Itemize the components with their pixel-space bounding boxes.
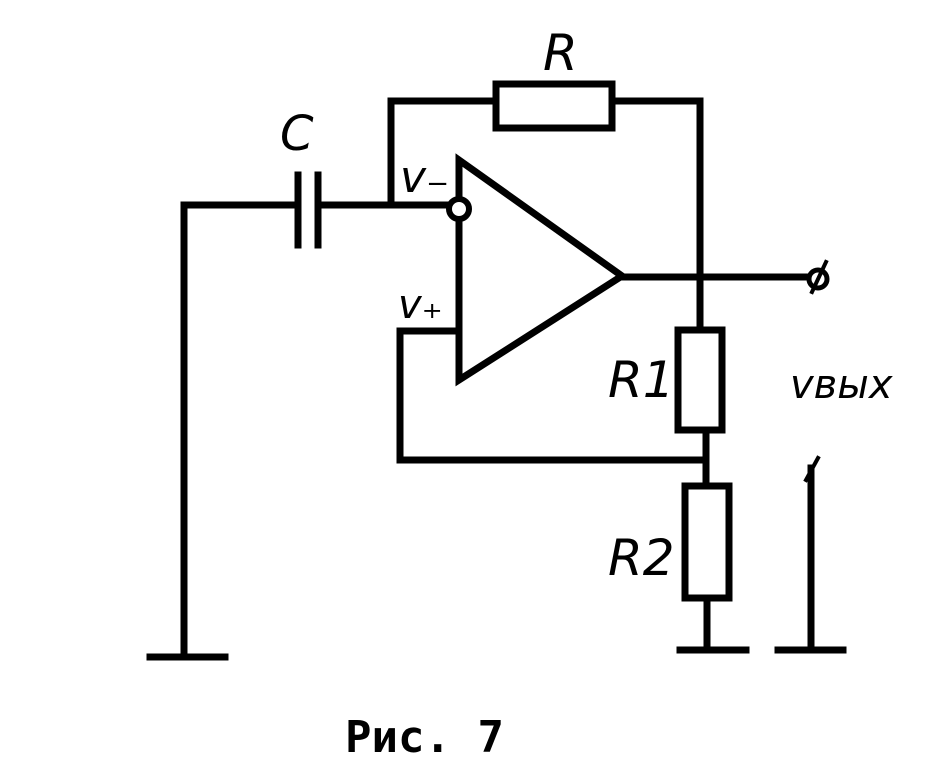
figure-caption: Рис. 7: [345, 712, 504, 763]
capacitor-c: [294, 171, 322, 249]
label-v-out: vвых: [790, 362, 893, 408]
label-r: R: [543, 24, 578, 82]
resistor-r2: [681, 482, 733, 654]
label-v-plus: v₊: [398, 282, 443, 328]
label-r1: R1: [608, 351, 675, 409]
label-v-minus: v₋: [400, 152, 449, 203]
output-terminal: [806, 259, 830, 295]
non-inverting-input-wire: [396, 327, 710, 464]
label-c: C: [280, 106, 314, 162]
label-r2: R2: [608, 529, 675, 587]
feedback-wire: [387, 97, 704, 334]
output-return-wire: [774, 455, 847, 654]
resistor-r1: [674, 326, 726, 490]
resistor-r: [492, 80, 616, 132]
left-input-wire: [180, 201, 302, 661]
inverting-bubble: [446, 196, 472, 222]
op-amp: [455, 153, 629, 387]
